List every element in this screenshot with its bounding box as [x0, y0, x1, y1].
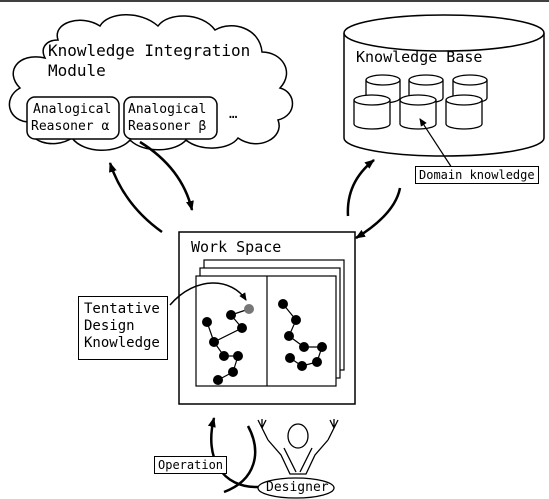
design-graph-right-nodes — [278, 299, 327, 371]
module-title-line2: Module — [48, 61, 106, 80]
reasoner-beta-line2: Reasoner β — [128, 119, 207, 134]
knowledge-base-title: Knowledge Base — [356, 48, 483, 66]
domain-knowledge-pointer — [419, 118, 453, 169]
highlight-node — [244, 304, 254, 314]
reasoner-beta-box — [123, 96, 218, 140]
tentative-line1: Tentative — [84, 301, 160, 317]
arrow-workspace-to-kb — [346, 159, 375, 217]
tentative-line2: Design — [84, 318, 135, 334]
operation-loop-arrow — [207, 417, 259, 489]
arrow-module-to-workspace — [139, 140, 194, 211]
arrow-kb-to-workspace — [355, 187, 402, 240]
operation-label: Operation — [154, 456, 228, 474]
return-loop-arrow — [223, 425, 257, 494]
tentative-line3: Knowledge — [84, 335, 160, 351]
designer-figure — [257, 419, 339, 475]
domain-knowledge-label: Domain knowledge — [415, 166, 539, 184]
designer-label: Designer — [266, 480, 329, 495]
reasoner-alpha-line1: Analogical — [33, 102, 112, 117]
arrow-workspace-to-module — [108, 162, 163, 234]
work-space-title: Work Space — [191, 238, 282, 256]
designer-label-ellipse — [257, 477, 335, 499]
reasoner-alpha-line2: Reasoner α — [31, 119, 110, 134]
tentative-design-knowledge-box: Tentative Design Knowledge — [78, 296, 168, 360]
knowledge-base-top — [343, 14, 545, 52]
design-graph-left-nodes — [202, 310, 247, 385]
module-title-line1: Knowledge Integration — [48, 41, 251, 60]
work-space-pages — [195, 259, 345, 387]
more-reasoners-ellipsis: … — [229, 106, 238, 122]
reasoner-beta-line1: Analogical — [128, 102, 207, 117]
tentative-arrow — [169, 282, 247, 306]
kb-small-cylinders — [353, 74, 488, 130]
reasoner-alpha-box — [26, 96, 120, 140]
